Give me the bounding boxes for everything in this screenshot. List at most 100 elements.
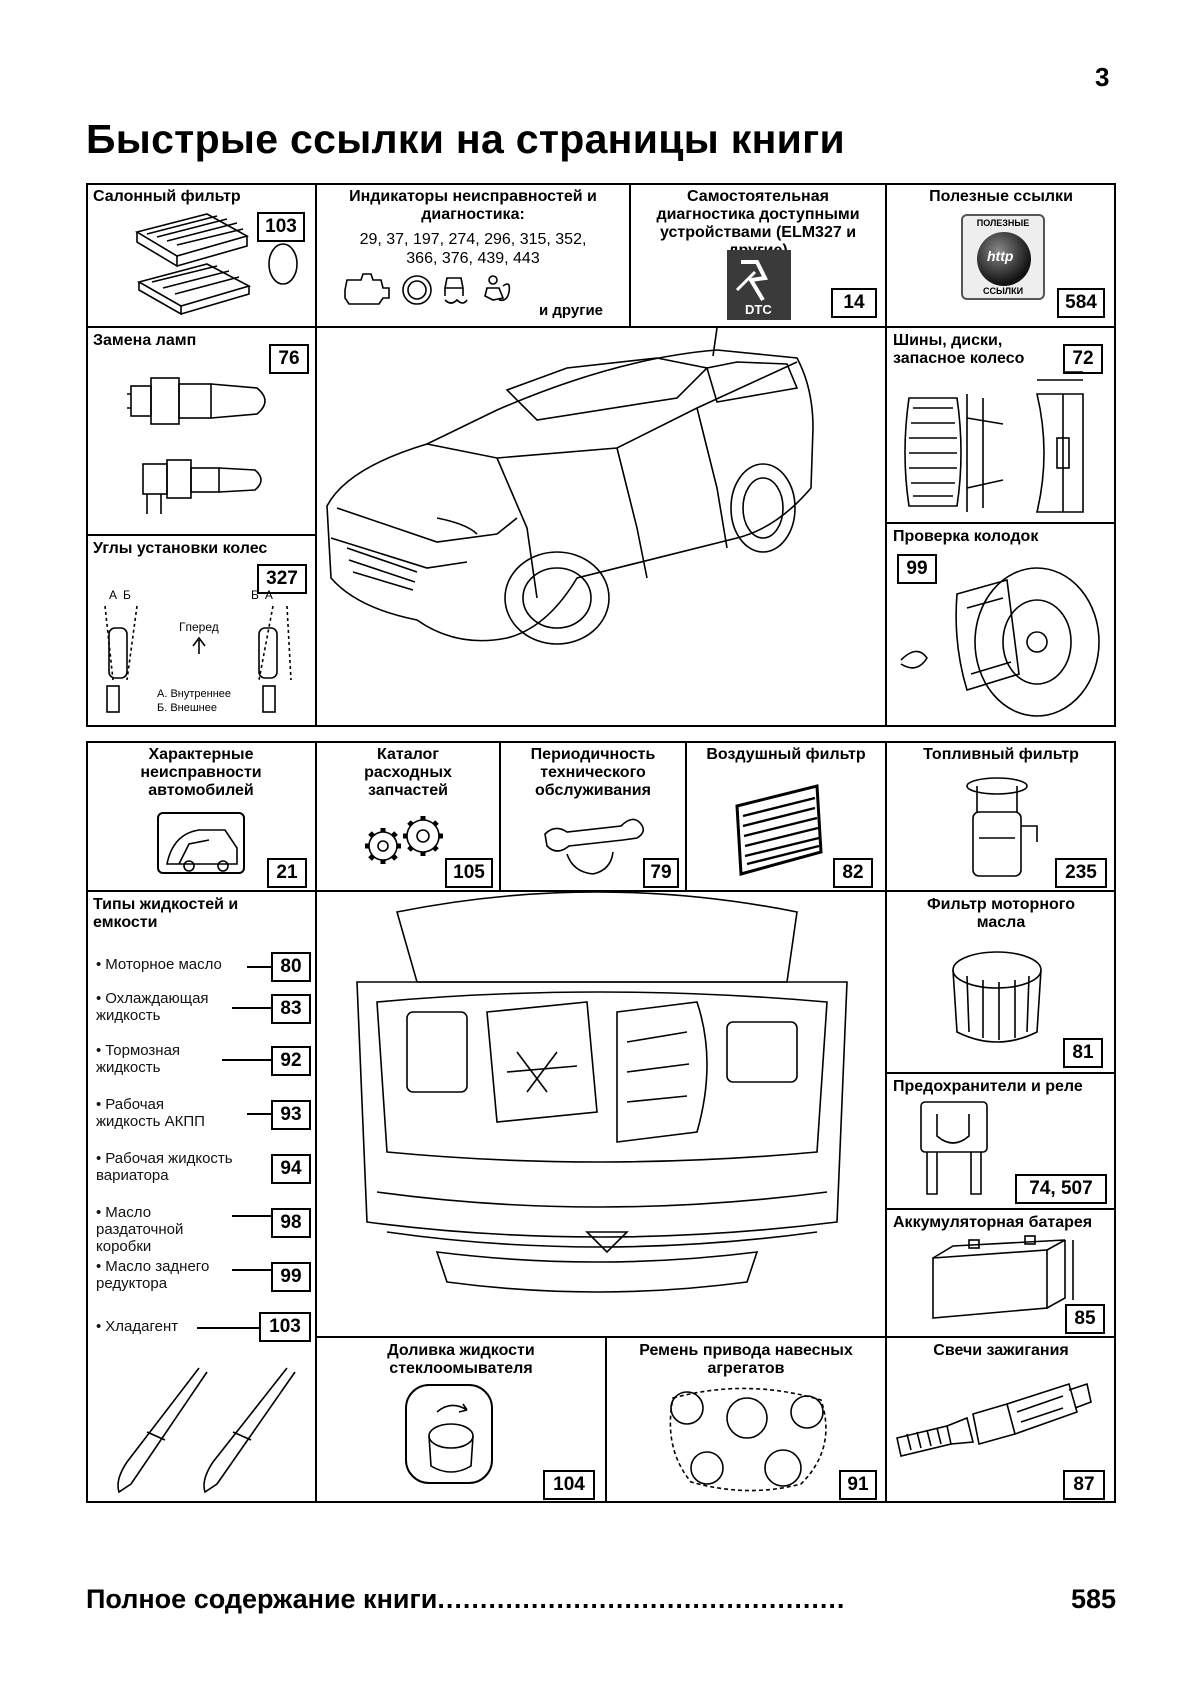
oil-filter-cell[interactable]: Фильтр моторного масла 81 [886,891,1116,1073]
alignment-label: Углы установки колес [93,540,268,557]
brake-pads-page[interactable]: 99 [897,554,937,584]
toc-dots: ........................................… [437,1584,846,1614]
air-filter-label: Воздушный фильтр [706,746,866,763]
alignment-letter-b-right: Б [251,588,265,602]
toc-line[interactable]: Полное содержание книги.................… [86,1584,1116,1615]
washer-label: Доливка жидкости стеклоомывателя [387,1342,535,1377]
oil-filter-page[interactable]: 81 [1063,1038,1103,1068]
self-diag-page[interactable]: 14 [831,288,877,318]
cabin-filter-label: Салонный фильтр [93,188,241,205]
fluid-page-rear-diff[interactable]: 99 [271,1262,311,1292]
self-diag-cell[interactable]: Самостоятельная диагностика доступными у… [630,183,886,327]
fuel-filter-page[interactable]: 235 [1055,858,1107,888]
dipstick-icon [117,1367,296,1494]
fluid-item-coolant: Охлаждающая жидкость [96,990,226,1024]
fluid-page-cvt[interactable]: 94 [271,1154,311,1184]
useful-links-cell[interactable]: Полезные ссылки ПОЛЕЗНЫЕ http ССЫЛКИ 584 [886,183,1116,327]
fluid-leader-engine-oil [247,966,271,968]
fluid-page-transfer[interactable]: 98 [271,1208,311,1238]
page-title: Быстрые ссылки на страницы книги [86,116,846,162]
cabin-filter-page[interactable]: 103 [257,212,305,242]
lamps-cell[interactable]: Замена ламп 76 [86,327,316,535]
brake-pads-cell[interactable]: Проверка колодок 99 [886,523,1116,727]
battery-cell[interactable]: Аккумуляторная батарея 85 [886,1209,1116,1337]
faults-cell[interactable]: Характерные неисправности автомобилей 21 [86,741,316,891]
fluid-item-refrigerant: Хладагент [96,1318,178,1335]
fluid-page-coolant[interactable]: 83 [271,994,311,1024]
engine-bay-illustration [356,892,848,1293]
belt-label: Ремень привода навесных агрегатов [639,1342,853,1377]
alignment-page[interactable]: 327 [257,564,307,594]
air-filter-cell[interactable]: Воздушный фильтр 82 [686,741,886,891]
alignment-diagram [104,605,292,713]
car-exterior-cell [316,327,886,727]
washer-page[interactable]: 104 [543,1470,595,1500]
fluid-item-atf: Рабочая жидкость АКПП [96,1096,226,1130]
diagnostics-cell[interactable]: Индикаторы неисправностей и диагностика:… [316,183,630,327]
globe-icon-top-text: ПОЛЕЗНЫЕ [976,218,1030,228]
fluid-page-brake[interactable]: 92 [271,1046,311,1076]
fuel-filter-cell[interactable]: Топливный фильтр 235 [886,741,1116,891]
globe-icon-bottom-text: ССЫЛКИ [982,286,1024,296]
gears-icon [365,816,443,864]
fuses-label: Предохранители и реле [893,1078,1083,1095]
fuel-filter-label: Топливный фильтр [923,746,1079,763]
car-exterior-illustration [326,328,814,645]
belt-page[interactable]: 91 [839,1470,877,1500]
useful-links-page[interactable]: 584 [1057,288,1105,318]
alignment-letter-b-left: Б [123,588,137,602]
tire-rim-diagram [904,371,1084,513]
brake-pads-label: Проверка колодок [893,528,1039,545]
fluid-page-engine-oil[interactable]: 80 [271,952,311,982]
tires-cell[interactable]: Шины, диски, запасное колесо 72 [886,327,1116,523]
useful-links-label: Полезные ссылки [929,188,1073,205]
alignment-legend-a: A. Внутреннее [157,688,232,700]
belt-diagram [669,1387,827,1492]
washer-cell[interactable]: Доливка жидкости стеклоомывателя 104 [316,1337,606,1503]
fuses-cell[interactable]: Предохранители и реле 74, 507 [886,1073,1116,1209]
fuse-icon [920,1101,988,1195]
alignment-letter-a-left: A [109,588,124,602]
faults-page[interactable]: 21 [267,858,307,888]
spark-plugs-page[interactable]: 87 [1063,1470,1105,1500]
faults-icon [157,812,245,874]
catalog-page[interactable]: 105 [445,858,493,888]
toc-page[interactable]: 585 [1066,1584,1116,1615]
alignment-letters-right: БA [251,586,279,605]
lamps-page[interactable]: 76 [269,344,309,374]
alignment-letters-left: AБ [109,586,137,605]
battery-page[interactable]: 85 [1065,1304,1105,1334]
diagnostics-pages[interactable]: 29, 37, 197, 274, 296, 315, 352, 366, 37… [359,231,587,267]
page-number: 3 [1095,62,1110,92]
fluid-leader-refrigerant [197,1327,261,1329]
fuses-page[interactable]: 74, 507 [1015,1174,1107,1204]
fluid-page-refrigerant[interactable]: 103 [259,1312,311,1342]
wrench-hand-icon [544,818,645,875]
diagnostics-label: Индикаторы неисправностей и диагностика: [349,188,597,223]
belt-cell[interactable]: Ремень привода навесных агрегатов 91 [606,1337,886,1503]
maintenance-page[interactable]: 79 [643,858,679,888]
faults-label: Характерные неисправности автомобилей [140,746,262,799]
cabin-filter-cell[interactable]: Салонный фильтр 103 [86,183,316,327]
tires-page[interactable]: 72 [1063,344,1103,374]
spark-plugs-cell[interactable]: Свечи зажигания 87 [886,1337,1116,1503]
air-filter-icon [735,784,823,876]
fluid-item-brake: Тормозная жидкость [96,1042,206,1076]
fluid-leader-coolant [232,1007,272,1009]
globe-icon: ПОЛЕЗНЫЕ http ССЫЛКИ [961,214,1045,300]
alignment-cell[interactable]: Углы установки колес 327 AБ БA Гперед A.… [86,535,316,727]
fluid-item-engine-oil: Моторное масло [96,956,222,973]
battery-label: Аккумуляторная батарея [893,1214,1093,1231]
toc-label: Полное содержание книги [86,1584,438,1614]
engine-bay-cell [316,891,886,1337]
fluids-cell[interactable]: Типы жидкостей и емкости Моторное масло … [86,891,316,1503]
maintenance-cell[interactable]: Периодичность технического обслуживания … [500,741,686,891]
alignment-letter-a-right: A [264,588,279,602]
battery-icon [932,1235,1074,1319]
air-filter-page[interactable]: 82 [833,858,873,888]
dtc-text: DTC [745,302,772,317]
fuel-filter-icon [966,777,1038,877]
fluid-page-atf[interactable]: 93 [271,1100,311,1130]
alignment-legend-b: Б. Внешнее [157,702,217,714]
catalog-cell[interactable]: Каталог расходных запчастей 105 [316,741,500,891]
